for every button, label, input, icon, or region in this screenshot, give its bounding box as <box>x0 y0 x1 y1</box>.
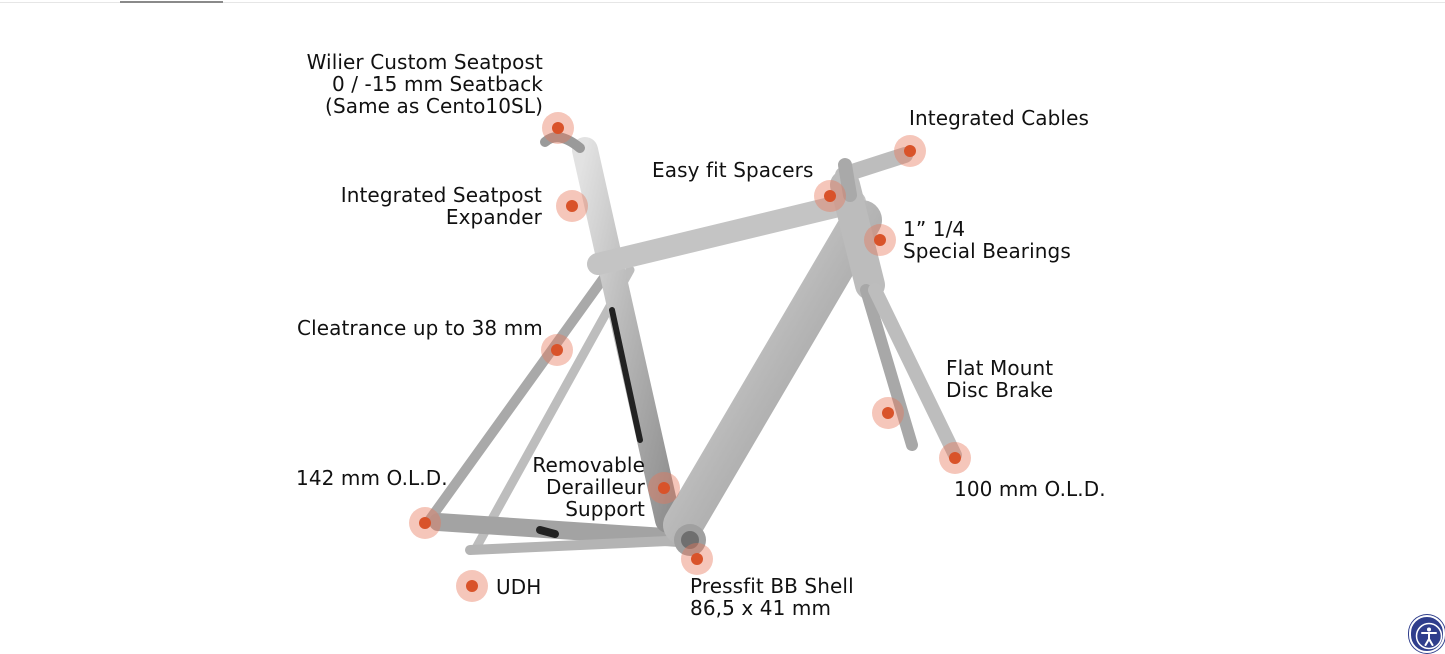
top-divider <box>0 2 1445 3</box>
hotspot-derailleur-support[interactable] <box>648 472 680 504</box>
derailleur-support-label: Removable Derailleur Support <box>532 453 645 521</box>
disc-brake-label: Flat Mount Disc Brake <box>946 356 1054 402</box>
hotspot-seatpost[interactable] <box>542 112 574 144</box>
clearance-label: Cleatrance up to 38 mm <box>297 316 543 340</box>
rear-old-label: 142 mm O.L.D. <box>296 466 448 490</box>
seatpost-expander-label: Integrated Seatpost Expander <box>340 183 542 229</box>
udh-label: UDH <box>496 575 542 599</box>
bearings-label: 1” 1/4 Special Bearings <box>903 217 1071 263</box>
hotspot-front-old[interactable] <box>939 442 971 474</box>
hotspot-clearance[interactable] <box>541 334 573 366</box>
spacers-label: Easy fit Spacers <box>652 158 814 182</box>
active-tab-indicator <box>120 1 223 3</box>
hotspot-rear-old[interactable] <box>409 507 441 539</box>
hotspot-bb-shell[interactable] <box>681 543 713 575</box>
hotspot-bearings[interactable] <box>864 224 896 256</box>
hotspot-spacers[interactable] <box>814 180 846 212</box>
front-old-label: 100 mm O.L.D. <box>954 477 1106 501</box>
seatpost-label: Wilier Custom Seatpost 0 / -15 mm Seatba… <box>306 50 543 118</box>
bb-shell-label: Pressfit BB Shell 86,5 x 41 mm <box>690 574 854 620</box>
integrated-cables-label: Integrated Cables <box>909 106 1089 130</box>
accessibility-icon <box>1415 622 1443 650</box>
hotspot-seatpost-expander[interactable] <box>556 190 588 222</box>
hotspot-disc-brake[interactable] <box>872 397 904 429</box>
hotspot-integrated-cables[interactable] <box>894 135 926 167</box>
hotspot-udh[interactable] <box>456 570 488 602</box>
accessibility-button[interactable] <box>1409 615 1445 653</box>
